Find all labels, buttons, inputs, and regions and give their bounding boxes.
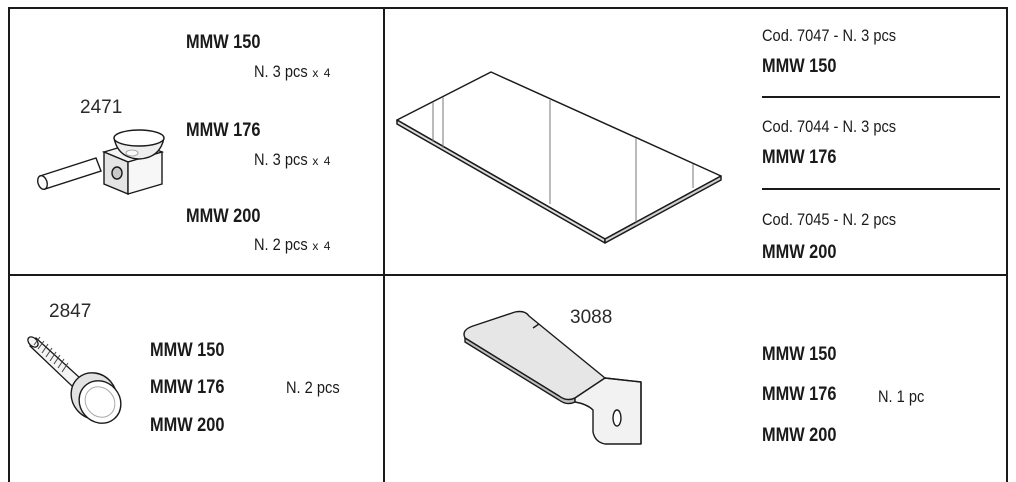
model-label: MMW 176 bbox=[762, 147, 837, 168]
part-code-2847: 2847 bbox=[49, 301, 92, 322]
model-label: MMW 150 bbox=[186, 32, 261, 53]
angle-bracket-illustration bbox=[463, 310, 642, 445]
quantity-label: N. 2 pcs bbox=[254, 235, 308, 254]
parts-table-frame bbox=[8, 7, 1008, 482]
multiplier-label: x 4 bbox=[312, 66, 332, 80]
multiplier-label: x 4 bbox=[312, 154, 332, 168]
table-horizontal-divider bbox=[8, 274, 1008, 276]
model-label: MMW 150 bbox=[150, 340, 225, 361]
model-label: MMW 176 bbox=[762, 384, 837, 405]
quantity-label: N. 1 pc bbox=[878, 387, 925, 406]
shelf-code-label: Cod. 7045 - N. 2 pcs bbox=[762, 210, 897, 229]
table-vertical-divider bbox=[383, 7, 385, 482]
quantity-row: N. 3 pcs x 4 bbox=[254, 151, 331, 169]
shelf-row-separator bbox=[762, 188, 1000, 190]
quantity-row: N. 2 pcs x 4 bbox=[254, 236, 331, 254]
multiplier-label: x 4 bbox=[312, 239, 332, 253]
shelf-code-label: Cod. 7047 - N. 3 pcs bbox=[762, 26, 897, 45]
model-label: MMW 200 bbox=[186, 206, 261, 227]
shelf-row-separator bbox=[762, 96, 1000, 98]
glass-shelf-illustration bbox=[396, 71, 722, 244]
part-code-2471: 2471 bbox=[80, 97, 123, 118]
model-label: MMW 200 bbox=[150, 415, 225, 436]
quantity-label: N. 2 pcs bbox=[286, 378, 340, 397]
model-label: MMW 150 bbox=[762, 56, 837, 77]
model-label: MMW 200 bbox=[762, 425, 837, 446]
pin-bracket-illustration bbox=[37, 129, 165, 196]
part-code-3088: 3088 bbox=[570, 307, 613, 328]
model-label: MMW 200 bbox=[762, 242, 837, 263]
quantity-label: N. 3 pcs bbox=[254, 150, 308, 169]
quantity-label: N. 3 pcs bbox=[254, 62, 308, 81]
model-label: MMW 176 bbox=[186, 120, 261, 141]
model-label: MMW 176 bbox=[150, 377, 225, 398]
thumb-screw-illustration bbox=[27, 336, 122, 424]
shelf-code-label: Cod. 7044 - N. 3 pcs bbox=[762, 117, 897, 136]
model-label: MMW 150 bbox=[762, 344, 837, 365]
quantity-row: N. 3 pcs x 4 bbox=[254, 63, 331, 81]
